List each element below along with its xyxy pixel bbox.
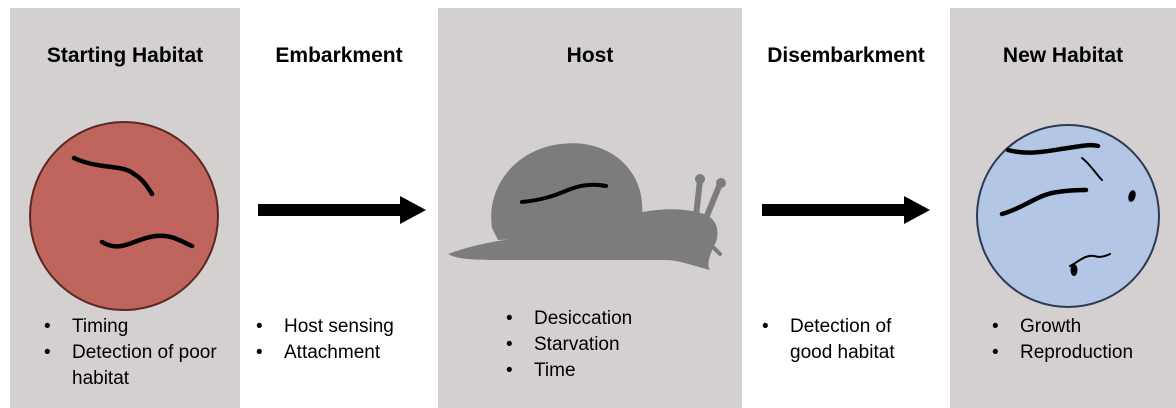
new-habitat-title: New Habitat: [1002, 44, 1124, 67]
arrow-right-icon: [762, 196, 930, 224]
host-bullets: Desiccation Starvation Time: [500, 306, 740, 384]
worm-icon: [999, 187, 1089, 217]
new-habitat-panel: New Habitat Growth Reproduction: [950, 8, 1176, 408]
embarkment-bullets: Host sensing Attachment: [250, 314, 438, 366]
bullet-item: Detection of good habitat: [756, 314, 936, 366]
bullet-item: Starvation: [500, 332, 740, 358]
disembarkment-panel: Disembarkment Detection of good habitat: [742, 8, 950, 408]
host-panel: Host Desiccation Starvation Time: [438, 8, 742, 408]
disembarkment-title: Disembarkment: [767, 44, 925, 67]
bullet-item: Timing: [38, 314, 238, 340]
starting-habitat-title: Starting Habitat: [46, 44, 204, 67]
disembarkment-bullets: Detection of good habitat: [756, 314, 936, 366]
worm-icon: [71, 155, 155, 197]
worm-icon: [99, 233, 195, 249]
embarkment-title: Embarkment: [275, 44, 403, 67]
bullet-item: Desiccation: [500, 306, 740, 332]
worm-icon: [520, 182, 608, 204]
host-title: Host: [566, 44, 614, 67]
bullet-item: Detection of poor habitat: [38, 340, 238, 392]
new-habitat-bullets: Growth Reproduction: [986, 314, 1174, 366]
starting-habitat-bullets: Timing Detection of poor habitat: [38, 314, 238, 392]
egg-icon: [1128, 190, 1136, 202]
bullet-item: Growth: [986, 314, 1174, 340]
worm-icon: [1081, 157, 1103, 181]
worm-icon: [1005, 142, 1101, 155]
bullet-item: Host sensing: [250, 314, 438, 340]
starting-habitat-panel: Starting Habitat Timing Detection of poo…: [10, 8, 240, 408]
arrow-right-icon: [258, 196, 426, 224]
new-habitat-circle: [976, 124, 1160, 308]
starting-habitat-circle: [29, 121, 219, 311]
bullet-item: Attachment: [250, 340, 438, 366]
egg-icon: [1070, 264, 1078, 276]
worm-icon: [1069, 253, 1111, 267]
embarkment-panel: Embarkment Host sensing Attachment: [240, 8, 438, 408]
bullet-item: Reproduction: [986, 340, 1174, 366]
bullet-item: Time: [500, 358, 740, 384]
snail-icon: [448, 143, 726, 270]
